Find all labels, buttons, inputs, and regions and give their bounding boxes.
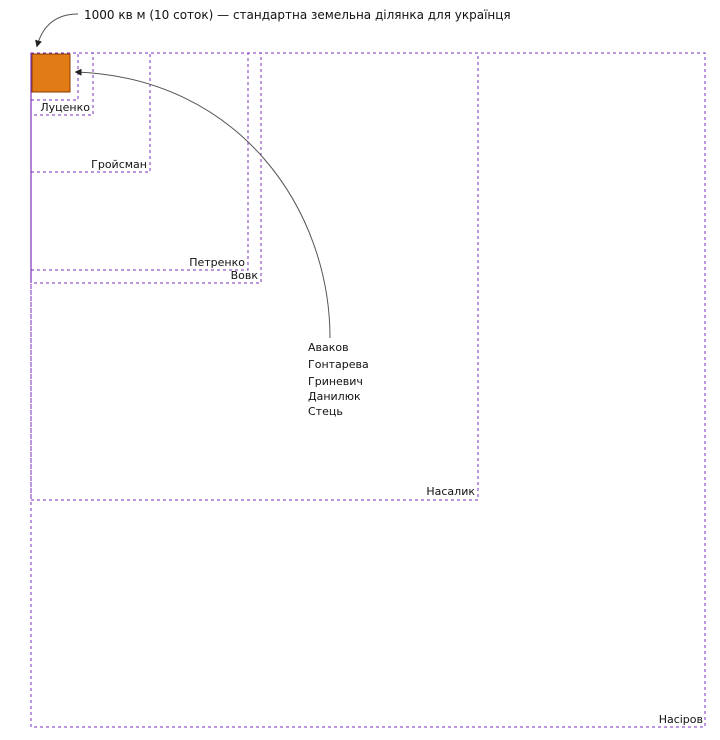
nasirov-box	[30, 52, 706, 728]
nasalyk-label: Насалик	[426, 485, 475, 498]
group-names-list: Аваков Гонтарева Гриневич Данилюк Стець	[308, 341, 369, 418]
nasirov-label: Насіров	[659, 713, 703, 726]
group-arrow	[74, 68, 331, 339]
group-name-item: Гонтарева	[308, 358, 369, 371]
group-name-item: Гриневич	[308, 375, 363, 388]
petrenko-label: Петренко	[189, 256, 245, 269]
standard-plot-square	[31, 53, 71, 93]
group-name-item: Данилюк	[308, 390, 361, 403]
annotation-text: 1000 кв м (10 соток) — стандартна земель…	[84, 8, 511, 22]
vovk-label: Вовк	[231, 269, 259, 282]
group-name-item: Стець	[308, 405, 343, 418]
hroisman-label: Гройсман	[91, 158, 147, 171]
annotation-arrow	[35, 13, 79, 48]
group-name-item: Аваков	[308, 341, 349, 354]
lutsenko-label: Луценко	[40, 101, 90, 114]
